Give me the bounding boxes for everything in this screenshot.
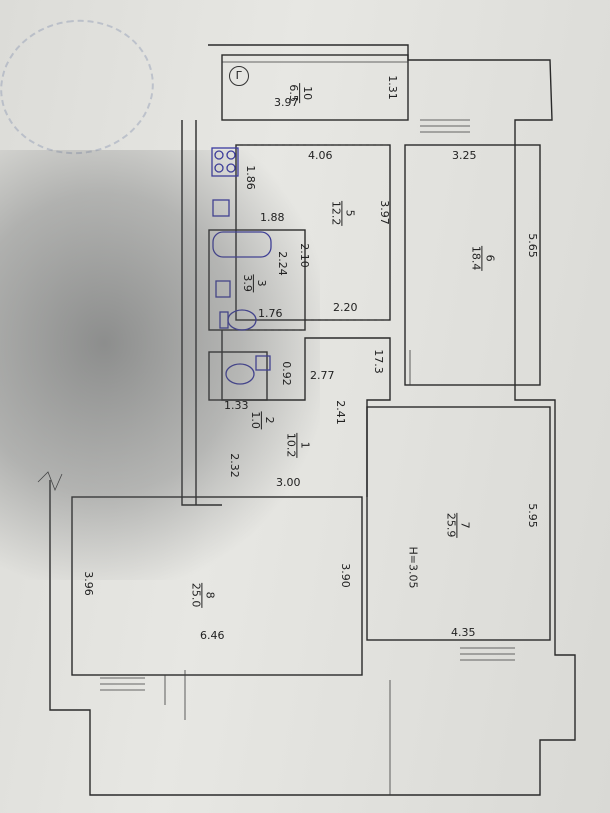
dim-0-92: 0.92 bbox=[279, 361, 293, 386]
dim-1-33: 1.33 bbox=[224, 399, 249, 412]
dim-3-00: 3.00 bbox=[276, 476, 301, 489]
dim-5-65: 5.65 bbox=[525, 233, 539, 258]
dim-6-46: 6.46 bbox=[200, 629, 225, 642]
dim-1-88: 1.88 bbox=[260, 211, 285, 224]
dim-2-24: 2.24 bbox=[275, 251, 289, 276]
dim-2-10: 2.10 bbox=[297, 243, 311, 268]
wc-wall bbox=[208, 351, 268, 401]
gas-icon: Г bbox=[229, 66, 249, 86]
dim-2-20: 2.20 bbox=[333, 301, 358, 314]
dim-2-41: 2.41 bbox=[333, 400, 347, 425]
dim-1-31: 1.31 bbox=[385, 75, 399, 100]
outer-wall bbox=[49, 44, 576, 796]
dim-4-06: 4.06 bbox=[308, 149, 333, 162]
room-7-wall bbox=[366, 406, 551, 641]
dim-17-3: 17.3 bbox=[371, 349, 385, 374]
dim-3-96: 3.96 bbox=[81, 571, 95, 596]
dim-1-76: 1.76 bbox=[258, 307, 283, 320]
dim-4-35: 4.35 bbox=[451, 626, 476, 639]
fixtures bbox=[211, 147, 272, 385]
dim-3-25: 3.25 bbox=[452, 149, 477, 162]
window-marks bbox=[100, 119, 515, 795]
corridor-wall bbox=[181, 120, 222, 506]
height-label: H=3.05 bbox=[406, 546, 420, 589]
dim-3-90: 3.90 bbox=[338, 563, 352, 588]
dim-2-77: 2.77 bbox=[310, 369, 335, 382]
dim-3-97-side: 3.97 bbox=[377, 200, 391, 225]
room-8-wall bbox=[71, 496, 363, 676]
dim-2-32: 2.32 bbox=[227, 453, 241, 478]
room-10-wall bbox=[221, 54, 409, 121]
room-6-wall bbox=[404, 144, 541, 386]
dim-3-97-top: 3.97 bbox=[274, 96, 299, 109]
dim-1-86: 1.86 bbox=[243, 165, 257, 190]
dim-5-95: 5.95 bbox=[525, 503, 539, 528]
